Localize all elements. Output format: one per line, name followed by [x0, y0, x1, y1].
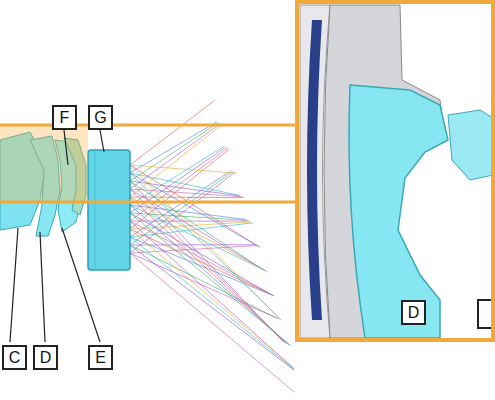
leader-line — [40, 232, 45, 342]
light-ray — [130, 237, 275, 296]
lens-g-edge — [95, 150, 96, 270]
light-ray — [130, 122, 217, 173]
light-ray — [130, 165, 258, 246]
light-ray — [130, 189, 242, 197]
highlight-region — [0, 125, 88, 202]
callout-letter: D — [33, 345, 58, 370]
light-ray — [130, 181, 262, 269]
light-ray — [130, 245, 294, 370]
light-ray — [130, 165, 237, 173]
light-ray — [130, 205, 246, 219]
light-ray — [130, 172, 233, 245]
light-ray — [130, 229, 294, 368]
lens-g — [88, 150, 130, 270]
light-ray — [130, 149, 229, 229]
leader-line — [100, 130, 104, 152]
lens-d-zoom — [349, 85, 448, 338]
leader-line — [64, 130, 68, 165]
light-ray — [130, 237, 294, 369]
callout-letter: F — [52, 105, 77, 130]
light-ray — [130, 100, 215, 165]
light-ray — [130, 213, 248, 220]
barrel-ring — [307, 20, 322, 320]
callout-letter: G — [88, 105, 113, 130]
light-rays — [130, 100, 294, 392]
zoom-panel — [298, 3, 493, 340]
light-ray — [130, 189, 286, 343]
light-ray — [130, 221, 293, 368]
leader-line — [10, 228, 18, 342]
callout-letter: E — [88, 345, 113, 370]
light-ray — [130, 221, 271, 294]
light-ray — [130, 197, 266, 271]
light-ray — [130, 205, 289, 345]
lens-e-zoom — [448, 110, 493, 180]
light-ray — [130, 213, 291, 346]
callout-letter: D — [401, 300, 426, 325]
light-ray — [130, 123, 219, 181]
light-ray — [130, 245, 276, 318]
callout-letter: C — [2, 345, 27, 370]
leader-line — [62, 228, 100, 342]
zoom-frame — [297, 2, 493, 340]
light-ray — [130, 253, 294, 392]
zoom-line — [0, 201, 297, 204]
light-ray — [130, 197, 244, 199]
zoom-line — [0, 124, 297, 127]
light-ray — [130, 213, 269, 294]
light-ray — [130, 197, 287, 344]
light-ray — [130, 181, 240, 196]
